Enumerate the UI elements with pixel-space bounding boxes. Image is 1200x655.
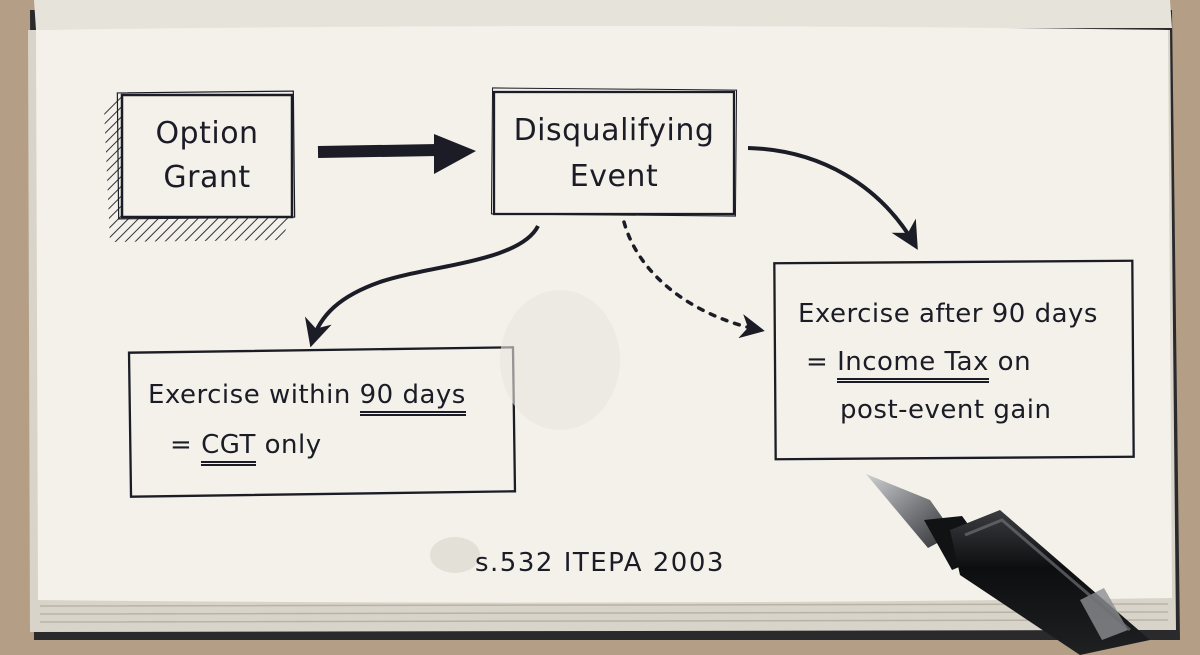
exercise-within-box (127, 346, 517, 498)
option-grant-box-overdraw (116, 90, 296, 220)
disqualifying-event-label: Disqualifying Event (494, 108, 734, 200)
pen-trim-ring (1080, 588, 1128, 640)
disqualifying-event-box-overdraw (490, 87, 738, 217)
top-page (34, 0, 1172, 30)
arrow-event-to-within (304, 224, 540, 348)
arrow-grant-to-event (317, 144, 439, 158)
exercise-after-line3: post-event gain (840, 395, 1052, 425)
exercise-after-label: Exercise after 90 days = Income Tax on p… (798, 290, 1128, 434)
option-grant-box (120, 93, 294, 219)
exercise-within-line1: Exercise within 90 days (148, 370, 508, 420)
exercise-after-line2-suffix: on (988, 347, 1032, 377)
option-grant-line2: Grant (163, 160, 251, 195)
disqualifying-event-box (492, 90, 736, 216)
pen-highlight (964, 518, 1131, 632)
exercise-after-income-tax: Income Tax (837, 347, 989, 383)
statute-footnote: s.532 ITEPA 2003 (475, 548, 725, 578)
arrow-event-to-after (747, 146, 918, 250)
ink-spot (430, 537, 480, 573)
exercise-within-line2-suffix: only (255, 430, 322, 460)
exercise-after-box (773, 259, 1135, 461)
exercise-within-label: Exercise within 90 days = CGT only (148, 370, 508, 470)
exercise-within-90-days: 90 days (359, 380, 466, 416)
disqualifying-event-line2: Event (569, 159, 659, 194)
page-edge-lines (39, 603, 1169, 623)
disqualifying-event-line1: Disqualifying (513, 113, 715, 148)
exercise-after-line1: Exercise after 90 days (798, 299, 1098, 329)
arrow-grant-to-event-head (434, 134, 476, 174)
option-grant-line1: Option (155, 116, 259, 151)
fountain-pen (866, 474, 1150, 655)
exercise-after-line2-prefix: = (806, 347, 838, 377)
exercise-within-line2: = CGT only (148, 420, 508, 470)
exercise-within-line2-prefix: = (170, 430, 202, 460)
exercise-after-line2: = Income Tax on (798, 338, 1128, 386)
option-grant-shadow (104, 96, 290, 242)
exercise-within-line1-prefix: Exercise within (148, 380, 360, 410)
exercise-within-cgt: CGT (201, 430, 256, 466)
arrow-event-to-after-dotted (622, 220, 765, 339)
page-smudge (500, 290, 620, 430)
option-grant-label: Option Grant (122, 112, 292, 200)
